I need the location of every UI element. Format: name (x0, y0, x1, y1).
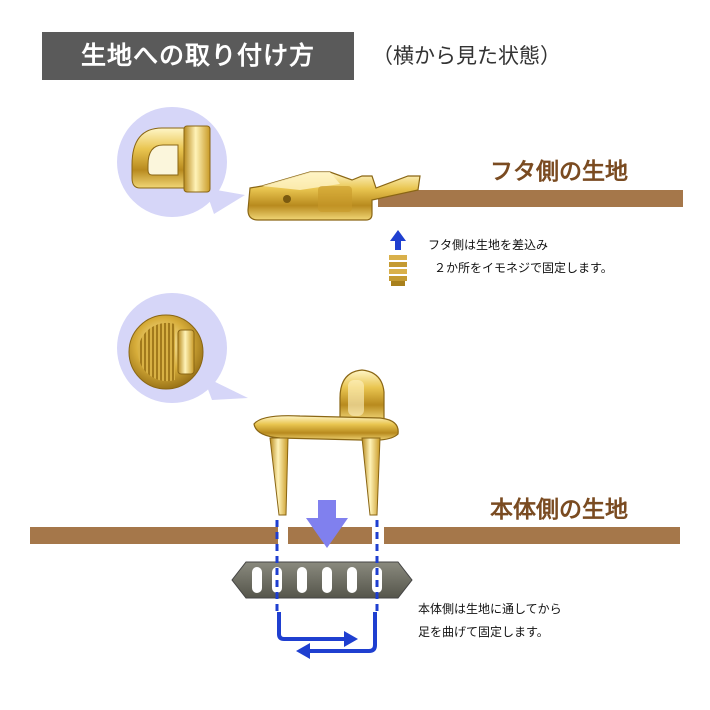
screw-icon (389, 255, 407, 286)
body-clasp-front-icon (128, 314, 204, 390)
lid-fabric-label: フタ側の生地 (490, 159, 628, 185)
body-fabric-strip-left (30, 527, 278, 544)
page-subtitle: （横から見た状態） (372, 44, 561, 68)
body-clasp-side-icon (253, 369, 399, 516)
body-instruction-line-2: 足を曲げて固定します。 (418, 625, 549, 639)
bend-arrow-icon (277, 612, 377, 659)
page-title: 生地への取り付け方 (42, 32, 354, 80)
lid-instruction-line-2: ２か所をイモネジで固定します。 (434, 261, 613, 275)
prong-guide-lines (275, 520, 379, 612)
body-fabric-strip-right (384, 527, 680, 544)
lid-clasp-bubble (117, 107, 245, 217)
body-instruction-line-1: 本体側は生地に通してから (418, 602, 562, 616)
down-arrow-icon (306, 500, 348, 548)
body-fabric-label: 本体側の生地 (490, 497, 628, 523)
lid-fabric-strip (378, 190, 683, 207)
washer-plate-icon (231, 561, 413, 599)
body-instruction-note: 本体側は生地に通してから 足を曲げて固定します。 (418, 598, 562, 644)
body-clasp-bubble (117, 293, 248, 403)
lid-instruction-note: フタ側は生地を差込み ２か所をイモネジで固定します。 (428, 234, 613, 280)
lid-instruction-line-1: フタ側は生地を差込み (428, 238, 549, 252)
up-arrow-icon (390, 230, 406, 250)
lid-clasp-front-icon (131, 125, 211, 193)
lid-clasp-side-icon (247, 171, 421, 221)
